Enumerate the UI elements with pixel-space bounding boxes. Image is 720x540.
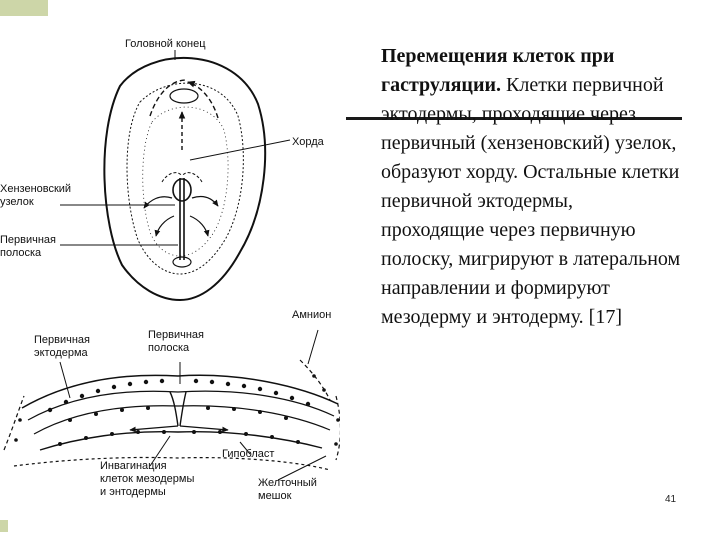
corner-accent-square bbox=[0, 0, 48, 16]
cell-nuclei bbox=[14, 374, 340, 446]
gastrulation-figure: Головной конец Хорда Хензеновский узелок… bbox=[0, 16, 340, 514]
label-primitive-streak-2: полоска bbox=[0, 247, 42, 259]
label-invagination-2: клеток мезодермы bbox=[100, 473, 195, 485]
label-invagination-1: Инвагинация bbox=[100, 460, 167, 472]
caption-text: Перемещения клеток при гаструляции. Клет… bbox=[381, 42, 681, 332]
label-primitive-streak-1: Первичная bbox=[0, 234, 57, 246]
label-head-end: Головной конец bbox=[125, 38, 206, 50]
label-primary-ectoderm-2: эктодерма bbox=[34, 347, 88, 359]
label-primary-ectoderm-1: Первичная bbox=[34, 334, 91, 346]
label-notochord: Хорда bbox=[292, 136, 324, 148]
label-primitive-streak2-1: Первичная bbox=[148, 329, 205, 341]
label-hypoblast: Гипобласт bbox=[222, 448, 275, 460]
label-amnion: Амнион bbox=[292, 309, 332, 321]
bottom-accent-bar bbox=[0, 520, 8, 532]
caption-body: Клетки первичной эктодермы, проходящие ч… bbox=[381, 74, 681, 328]
leader-lines-bottom bbox=[59, 329, 327, 481]
leader-lines-top bbox=[60, 50, 291, 246]
label-primitive-streak2-2: полоска bbox=[148, 342, 190, 354]
label-hensen-node-2: узелок bbox=[0, 196, 34, 208]
embryo-illustration bbox=[3, 50, 340, 481]
embryo-disc-top-view bbox=[103, 56, 267, 302]
embryo-cross-section bbox=[3, 359, 340, 471]
label-yolk-sac-2: мешок bbox=[258, 490, 292, 502]
label-invagination-3: и энтодермы bbox=[100, 486, 166, 498]
label-hensen-node-1: Хензеновский bbox=[0, 183, 72, 195]
label-yolk-sac-1: Желточный bbox=[258, 477, 317, 489]
caption-title: Перемещения клеток при гаструляции. bbox=[381, 45, 615, 96]
page-number: 41 bbox=[665, 494, 677, 505]
horizontal-rule bbox=[346, 117, 682, 120]
